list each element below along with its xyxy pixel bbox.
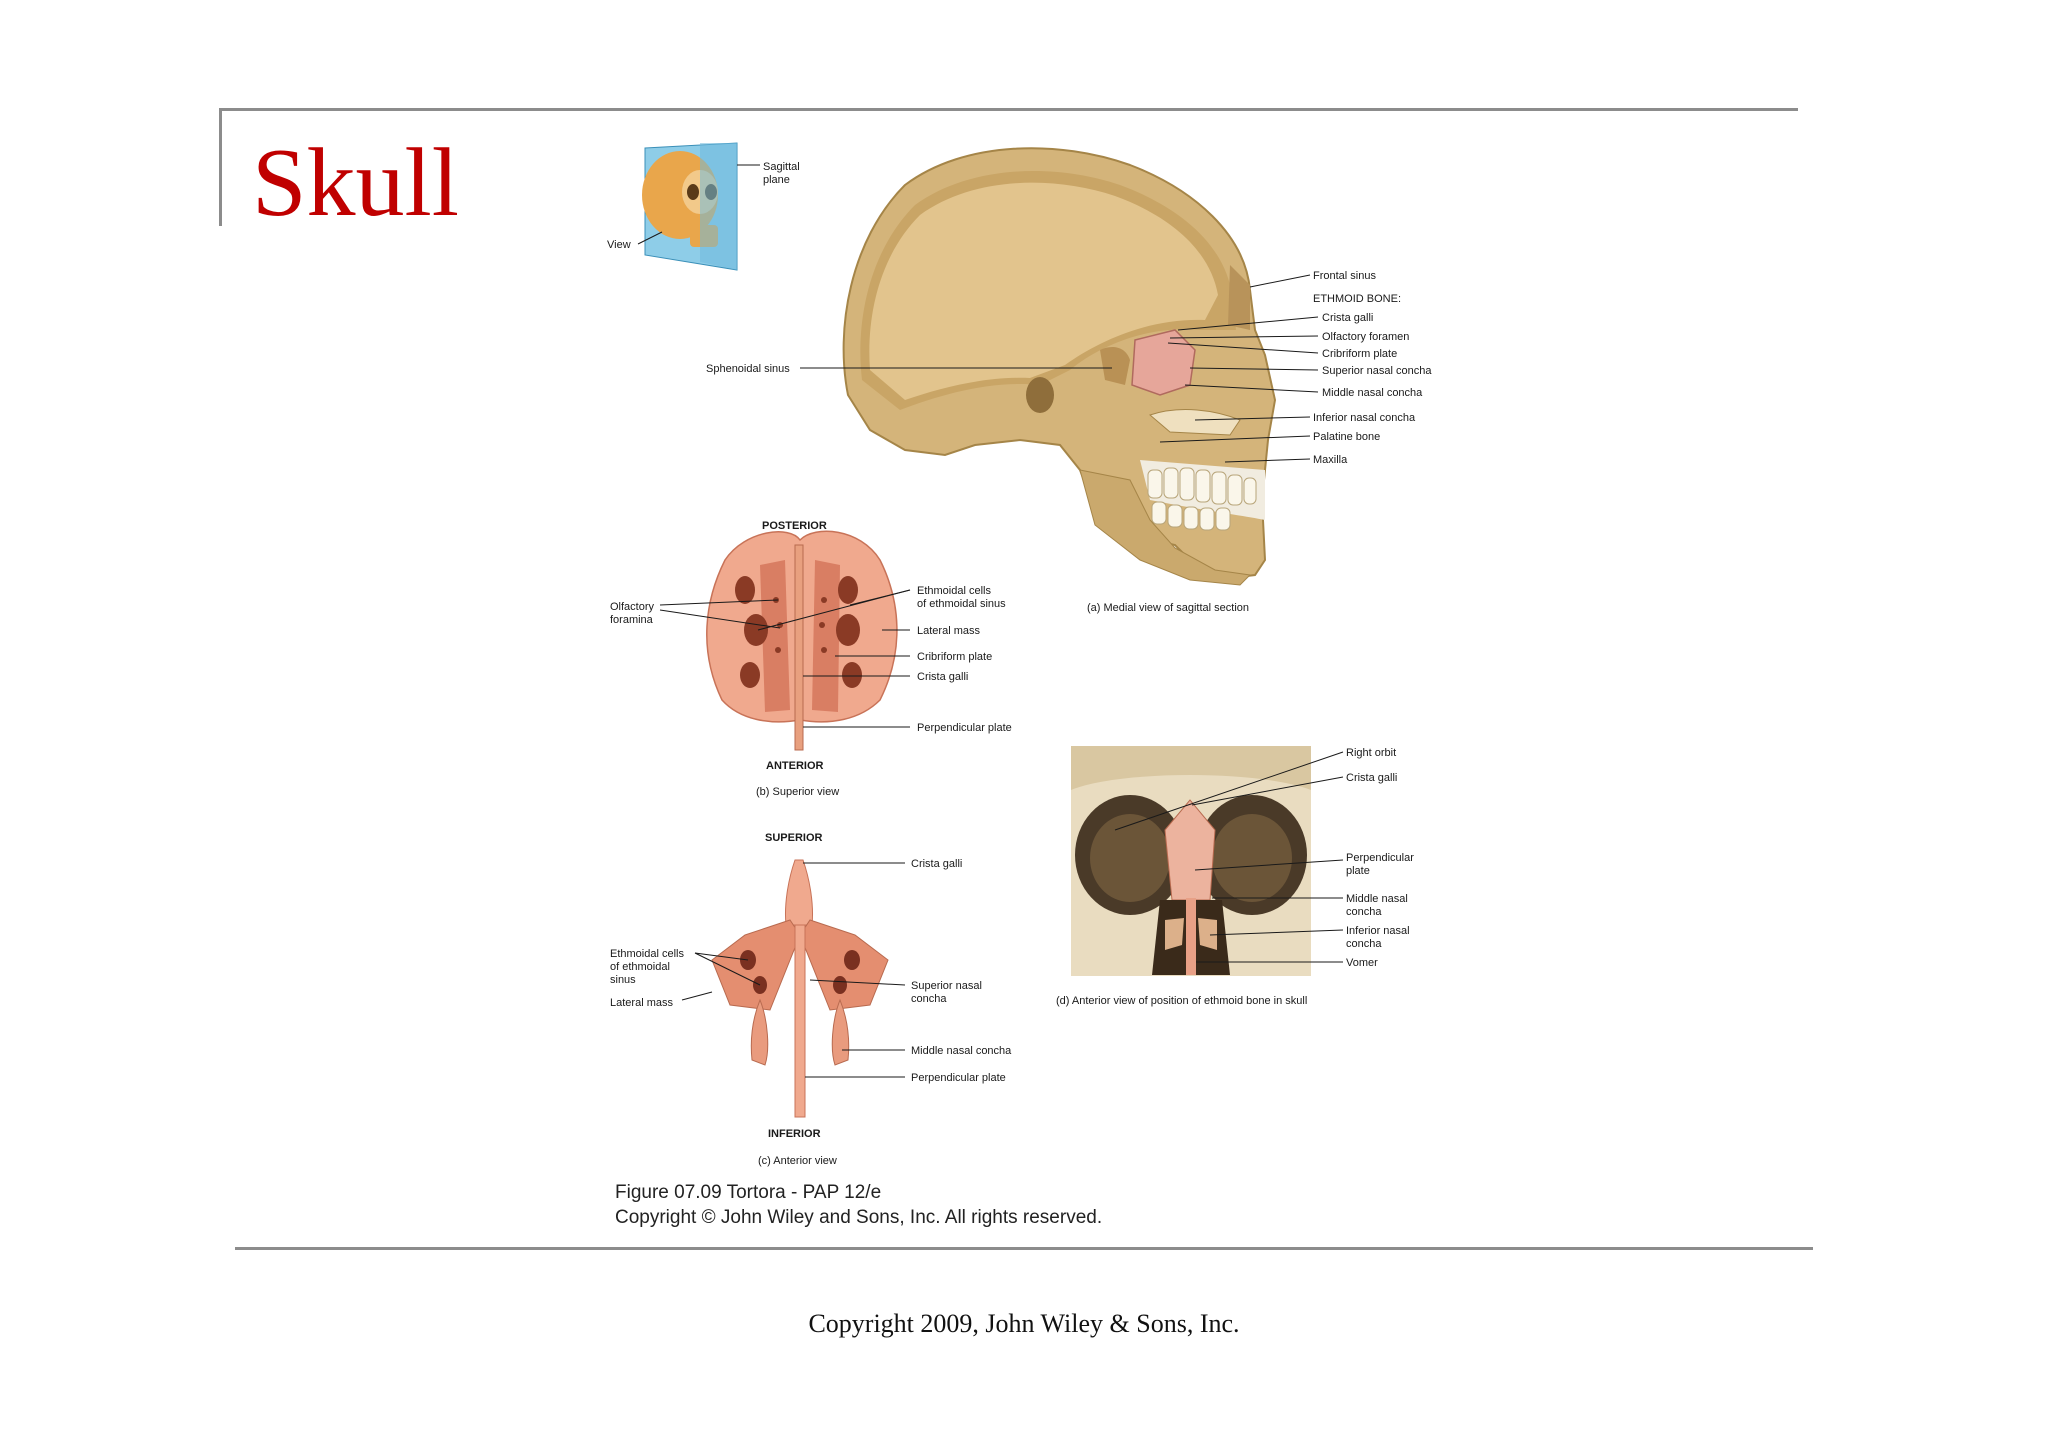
- frame-top-rule: [219, 108, 1798, 111]
- figure-credit-line-2: Copyright © John Wiley and Sons, Inc. Al…: [615, 1207, 1103, 1228]
- caption-panel-a: (a) Medial view of sagittal section: [1087, 602, 1249, 614]
- label-superior: SUPERIOR: [765, 832, 823, 844]
- caption-panel-b: (b) Superior view: [756, 786, 839, 798]
- orientation-inset: Sagittal plane View: [607, 142, 800, 271]
- label-middle-nasal-concha-c: Middle nasal concha: [911, 1045, 1012, 1057]
- label-inferior-nasal-concha-d-1: Inferior nasal: [1346, 925, 1410, 937]
- label-sagittal-plane-2: plane: [763, 174, 790, 186]
- label-superior-nasal-concha-c-1: Superior nasal: [911, 980, 982, 992]
- label-ethmoidal-cells-b-2: of ethmoidal sinus: [917, 598, 1006, 610]
- label-inferior-nasal-concha-a: Inferior nasal concha: [1313, 412, 1416, 424]
- slide-title: Skull: [252, 129, 459, 237]
- label-cribriform-plate-b: Cribriform plate: [917, 651, 992, 663]
- ethmoidal-cells-b: [735, 576, 862, 688]
- caption-panel-c: (c) Anterior view: [758, 1155, 837, 1167]
- panel-a-sagittal-skull: Frontal sinus ETHMOID BONE: Crista galli…: [706, 147, 1432, 614]
- label-right-orbit: Right orbit: [1346, 747, 1396, 759]
- label-crista-galli-d: Crista galli: [1346, 772, 1397, 784]
- label-lateral-mass-b: Lateral mass: [917, 625, 980, 637]
- label-olfactory-foramina-2: foramina: [610, 614, 654, 626]
- label-middle-nasal-concha-d-2: concha: [1346, 906, 1382, 918]
- label-sphenoidal-sinus: Sphenoidal sinus: [706, 363, 790, 375]
- label-maxilla: Maxilla: [1313, 454, 1348, 466]
- label-crista-galli-a: Crista galli: [1322, 312, 1373, 324]
- label-olfactory-foramen: Olfactory foramen: [1322, 331, 1409, 343]
- label-perpendicular-plate-b: Perpendicular plate: [917, 722, 1012, 734]
- label-superior-nasal-concha-a: Superior nasal concha: [1322, 365, 1432, 377]
- label-posterior: POSTERIOR: [762, 520, 827, 532]
- label-middle-nasal-concha-d-1: Middle nasal: [1346, 893, 1408, 905]
- caption-panel-d: (d) Anterior view of position of ethmoid…: [1056, 995, 1307, 1007]
- ethmoid-figure: Sagittal plane View Fro: [607, 142, 1432, 1167]
- label-lateral-mass-c: Lateral mass: [610, 997, 673, 1009]
- panel-d-anterior-skull: Right orbit Crista galli Perpendicular p…: [1056, 746, 1414, 1007]
- label-olfactory-foramina-1: Olfactory: [610, 601, 655, 613]
- label-sagittal-plane-1: Sagittal: [763, 161, 800, 173]
- label-inferior: INFERIOR: [768, 1128, 821, 1140]
- label-crista-galli-c: Crista galli: [911, 858, 962, 870]
- label-ethmoid-bone-heading: ETHMOID BONE:: [1313, 293, 1401, 305]
- figure-credit-line-1: Figure 07.09 Tortora - PAP 12/e: [615, 1182, 882, 1203]
- label-vomer: Vomer: [1346, 957, 1378, 969]
- label-crista-galli-b: Crista galli: [917, 671, 968, 683]
- label-cribriform-plate-a: Cribriform plate: [1322, 348, 1397, 360]
- label-ethmoidal-cells-c-3: sinus: [610, 974, 636, 986]
- label-perpendicular-plate-d-1: Perpendicular: [1346, 852, 1414, 864]
- label-ethmoidal-cells-c-1: Ethmoidal cells: [610, 948, 684, 960]
- panel-c-anterior-view: SUPERIOR Crista galli Ethmoidal cells of…: [610, 832, 1012, 1167]
- teeth: [1147, 467, 1257, 531]
- label-middle-nasal-concha-a: Middle nasal concha: [1322, 387, 1423, 399]
- frame-bottom-rule: [235, 1247, 1813, 1250]
- frame-left-rule: [219, 108, 222, 226]
- slide-copyright: Copyright 2009, John Wiley & Sons, Inc.: [808, 1309, 1240, 1338]
- label-superior-nasal-concha-c-2: concha: [911, 993, 947, 1005]
- frontal-sinus-region: [1228, 265, 1250, 330]
- label-perpendicular-plate-d-2: plate: [1346, 865, 1370, 877]
- label-ethmoidal-cells-c-2: of ethmoidal: [610, 961, 670, 973]
- figure-credit: Figure 07.09 Tortora - PAP 12/e Copyrigh…: [615, 1180, 1102, 1230]
- label-perpendicular-plate-c: Perpendicular plate: [911, 1072, 1006, 1084]
- panel-b-superior-view: POSTERIOR Olfactory foramina Ethmoidal c…: [610, 520, 1012, 798]
- label-ethmoidal-cells-b-1: Ethmoidal cells: [917, 585, 991, 597]
- label-view: View: [607, 239, 631, 251]
- label-inferior-nasal-concha-d-2: concha: [1346, 938, 1382, 950]
- label-palatine-bone: Palatine bone: [1313, 431, 1380, 443]
- label-anterior: ANTERIOR: [766, 760, 824, 772]
- label-frontal-sinus: Frontal sinus: [1313, 270, 1376, 282]
